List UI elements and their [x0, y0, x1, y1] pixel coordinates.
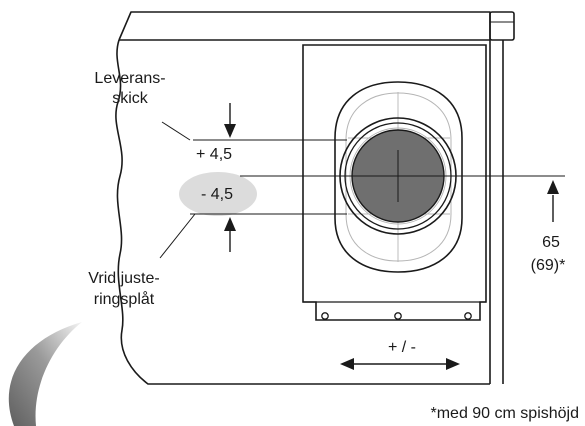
- minus-highlight: [179, 172, 257, 216]
- label-height-alt: (69)*: [531, 257, 566, 274]
- label-height: 65: [542, 234, 560, 251]
- swoosh-decoration: [8, 322, 82, 426]
- top-rail: [118, 11, 515, 41]
- label-vrid-line2: ringsplåt: [94, 290, 155, 308]
- leader-lines: [159, 121, 196, 259]
- label-horizontal-adjust: + / -: [388, 339, 416, 356]
- label-leverans-line2: skick: [112, 90, 149, 107]
- horizontal-arrow: [340, 358, 460, 370]
- frame-posts: [489, 40, 504, 384]
- label-plus-offset: + 4,5: [196, 146, 232, 163]
- up-arrow: [224, 217, 236, 252]
- height-arrow: [547, 180, 559, 222]
- label-minus-offset: - 4,5: [201, 186, 233, 203]
- wall-outline: [115, 39, 490, 385]
- plate-screws: [321, 312, 472, 320]
- adjustment-oval-inner: [345, 92, 452, 262]
- label-vrid-line1: Vrid juste-: [88, 270, 159, 287]
- footnote: *med 90 cm spishöjd: [430, 405, 579, 422]
- reference-lines: [190, 139, 565, 215]
- label-leverans-line1: Leverans-: [94, 70, 165, 87]
- mounting-plate: [302, 44, 487, 321]
- down-arrow: [224, 103, 236, 138]
- adjustment-oval: [334, 81, 463, 273]
